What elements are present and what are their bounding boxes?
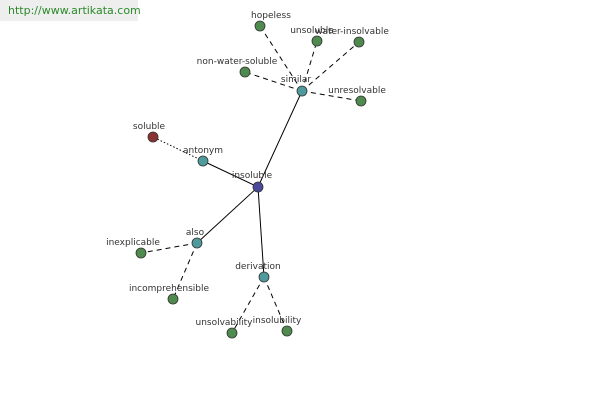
- label-antonym[interactable]: antonym: [183, 146, 223, 156]
- label-incomprehensible[interactable]: incomprehensible: [129, 284, 210, 294]
- label-water-insolvable[interactable]: water-insolvable: [315, 27, 389, 37]
- edge-antonym-soluble: [152, 136, 204, 162]
- node-unsolvability[interactable]: [226, 327, 238, 339]
- edge-insoluble-derivation: [257, 186, 265, 278]
- node-antonym[interactable]: [197, 155, 209, 167]
- label-also[interactable]: also: [186, 228, 205, 238]
- label-insolubility[interactable]: insolubility: [253, 316, 302, 326]
- node-soluble[interactable]: [147, 131, 159, 143]
- nodes: [135, 20, 367, 339]
- edge-also-incomprehensible: [172, 242, 198, 300]
- label-derivation[interactable]: derivation: [235, 262, 281, 272]
- edge-derivation-unsolvability: [231, 276, 265, 334]
- edge-insoluble-also: [196, 186, 259, 244]
- label-unresolvable[interactable]: unresolvable: [328, 86, 386, 96]
- node-derivation[interactable]: [258, 271, 270, 283]
- label-similar[interactable]: similar: [281, 75, 311, 85]
- edge-similar-hopeless: [259, 25, 303, 92]
- node-unresolvable[interactable]: [355, 95, 367, 107]
- edge-similar-non-water-soluble: [244, 71, 303, 92]
- source-url-banner: http://www.artikata.com: [0, 0, 141, 21]
- label-soluble[interactable]: soluble: [133, 122, 166, 132]
- node-water-insolvable[interactable]: [353, 36, 365, 48]
- labels: insoluble similar antonym also derivatio…: [106, 11, 389, 328]
- edge-also-inexplicable: [140, 242, 198, 254]
- node-insolubility[interactable]: [281, 325, 293, 337]
- node-similar[interactable]: [296, 85, 308, 97]
- node-non-water-soluble[interactable]: [239, 66, 251, 78]
- label-inexplicable[interactable]: inexplicable: [106, 238, 160, 248]
- edges: [140, 25, 362, 334]
- edge-derivation-insolubility: [263, 276, 288, 332]
- node-hopeless[interactable]: [254, 20, 266, 32]
- node-incomprehensible[interactable]: [167, 293, 179, 305]
- label-hopeless[interactable]: hopeless: [251, 11, 291, 21]
- label-unsoluble[interactable]: unsoluble: [290, 26, 334, 36]
- node-also[interactable]: [191, 237, 203, 249]
- node-inexplicable[interactable]: [135, 247, 147, 259]
- edge-similar-unresolvable: [301, 90, 362, 102]
- edge-insoluble-similar: [257, 90, 303, 188]
- label-unsolvability[interactable]: unsolvability: [195, 318, 253, 328]
- source-url-link[interactable]: http://www.artikata.com: [8, 4, 141, 17]
- node-unsoluble[interactable]: [311, 35, 323, 47]
- edge-similar-water-insolvable: [301, 41, 360, 92]
- label-non-water-soluble[interactable]: non-water-soluble: [197, 57, 278, 67]
- label-insoluble[interactable]: insoluble: [232, 171, 273, 181]
- node-insoluble[interactable]: [252, 181, 264, 193]
- edge-insoluble-antonym: [202, 160, 259, 188]
